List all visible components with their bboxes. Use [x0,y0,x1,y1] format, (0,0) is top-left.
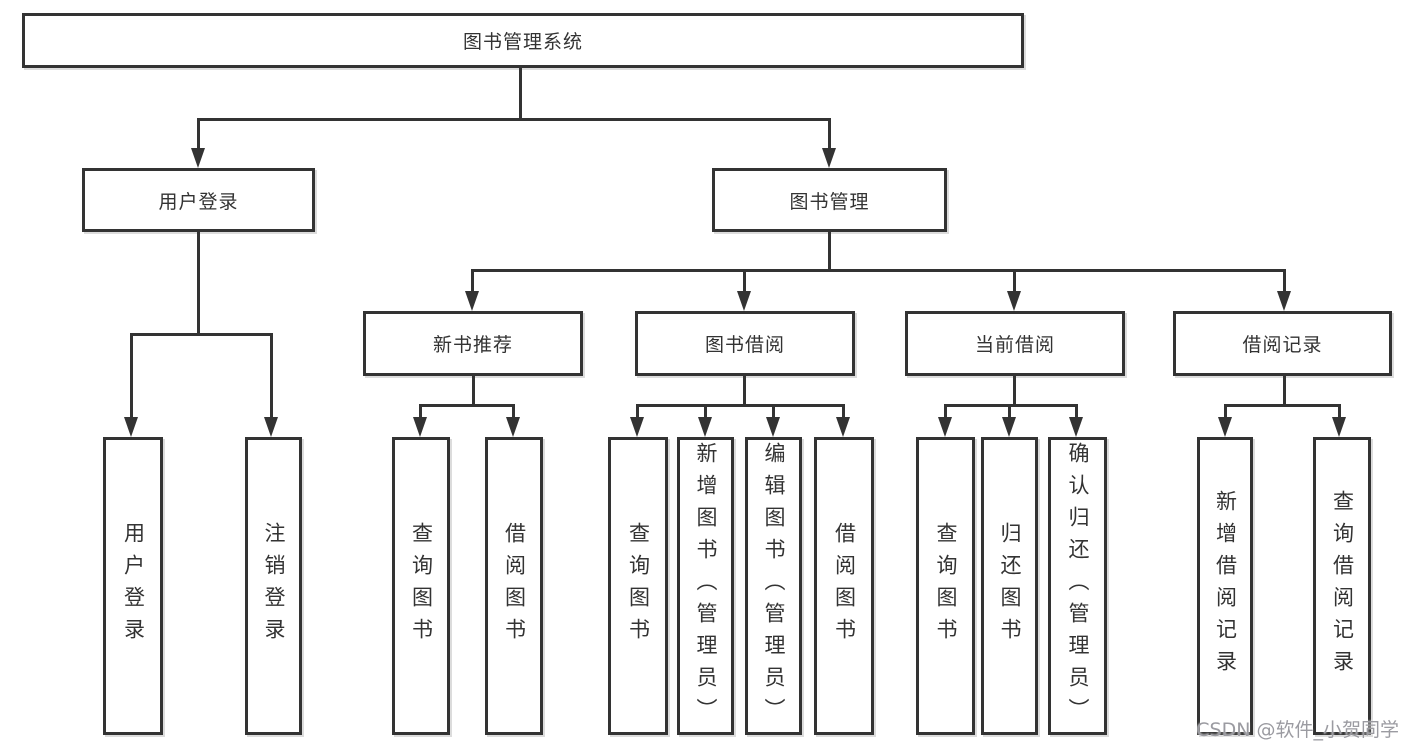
node-current-borrowing: 当前借阅 [905,311,1125,376]
leaf-query-books-borrowing: 查询图书 [608,437,668,735]
arrow-down-icon [822,148,836,168]
connector-line [743,376,746,406]
connector-line [636,404,845,407]
connector-line [471,269,1286,272]
connector-line [130,333,273,336]
node-library-system: 图书管理系统 [22,13,1024,68]
leaf-confirm-return-admin: 确认归还（管理员） [1048,437,1107,735]
leaf-query-borrow-record: 查询借阅记录 [1313,437,1371,735]
node-book-borrowing: 图书借阅 [635,311,855,376]
connector-line [743,269,746,292]
arrow-down-icon [465,291,479,311]
arrow-down-icon [698,417,712,437]
connector-line [1224,404,1341,407]
connector-line [197,118,200,150]
arrow-down-icon [1069,417,1083,437]
connector-line [828,118,831,150]
connector-line [472,376,475,406]
connector-line [636,404,639,418]
node-borrowing-records: 借阅记录 [1173,311,1392,376]
leaf-user-login: 用户登录 [103,437,163,735]
connector-line [471,269,474,292]
connector-line [944,404,1078,407]
leaf-return-books: 归还图书 [981,437,1038,735]
arrow-down-icon [506,417,520,437]
arrow-down-icon [1332,417,1346,437]
arrow-down-icon [1277,291,1291,311]
arrow-down-icon [938,417,952,437]
leaf-query-books-current: 查询图书 [916,437,975,735]
node-user-login: 用户登录 [82,168,315,232]
connector-line [842,404,845,418]
connector-line [1013,376,1016,406]
connector-line [419,404,422,418]
arrow-down-icon [413,417,427,437]
connector-line [197,232,200,335]
arrow-down-icon [836,417,850,437]
arrow-down-icon [1007,291,1021,311]
leaf-edit-book-admin: 编辑图书（管理员） [745,437,802,735]
leaf-logout-login: 注销登录 [245,437,302,735]
arrow-down-icon [630,417,644,437]
connector-line [1338,404,1341,418]
connector-line [1013,269,1016,292]
arrow-down-icon [1002,417,1016,437]
connector-line [512,404,515,418]
connector-line [1224,404,1227,418]
arrow-down-icon [124,417,138,437]
leaf-query-books-recommend: 查询图书 [392,437,450,735]
node-book-management: 图书管理 [712,168,947,232]
connector-line [1283,376,1286,406]
arrow-down-icon [1218,417,1232,437]
connector-line [1075,404,1078,418]
connector-line [130,333,133,418]
node-new-book-recommendation: 新书推荐 [363,311,583,376]
leaf-borrow-books-recommend: 借阅图书 [485,437,543,735]
leaf-add-book-admin: 新增图书（管理员） [677,437,734,735]
connector-line [772,404,775,418]
watermark: CSDN @软件_小贺同学 [1196,719,1399,741]
connector-line [828,232,831,272]
connector-line [1283,269,1286,292]
arrow-down-icon [737,291,751,311]
arrow-down-icon [264,417,278,437]
connector-line [197,118,831,121]
leaf-borrow-books-borrowing: 借阅图书 [814,437,874,735]
connector-line [519,68,522,120]
connector-line [270,333,273,418]
connector-line [1008,404,1011,418]
arrow-down-icon [766,417,780,437]
connector-line [419,404,515,407]
connector-line [704,404,707,418]
connector-line [944,404,947,418]
arrow-down-icon [191,148,205,168]
leaf-add-borrow-record: 新增借阅记录 [1197,437,1253,735]
